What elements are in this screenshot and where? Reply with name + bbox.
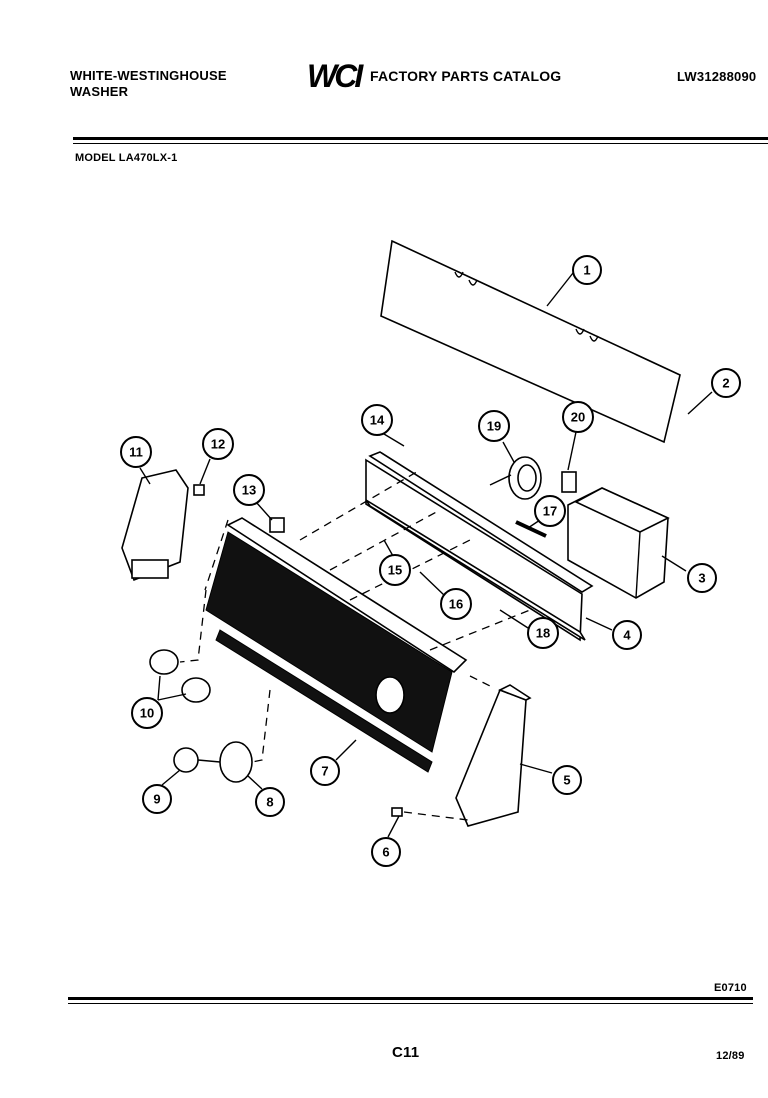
callout-8: 8 (255, 787, 285, 817)
svg-text:12: 12 (211, 437, 225, 452)
svg-text:16: 16 (449, 597, 463, 612)
page-code: C11 (392, 1044, 420, 1061)
callout-13: 13 (233, 474, 265, 506)
catalog-title: FACTORY PARTS CATALOG (370, 68, 562, 84)
assembly-lines (179, 469, 531, 821)
part-12 (193, 484, 205, 496)
callout-11: 11 (120, 436, 152, 468)
brand-line-2: WASHER (70, 84, 129, 99)
part-rod (515, 520, 547, 538)
model-number: MODEL LA470LX-1 (75, 152, 178, 164)
svg-text:11: 11 (129, 445, 143, 460)
callout-18: 18 (527, 617, 559, 649)
part-end-cap (455, 684, 532, 827)
svg-text:3: 3 (698, 571, 705, 586)
callout-20: 20 (562, 401, 594, 433)
svg-text:18: 18 (536, 626, 550, 641)
callout-19: 19 (478, 410, 510, 442)
part-13 (269, 517, 285, 533)
callout-4: 4 (612, 620, 642, 650)
svg-text:17: 17 (543, 504, 557, 519)
svg-text:10: 10 (140, 706, 154, 721)
date-code: 12/89 (716, 1050, 745, 1062)
header-rule-thin (73, 143, 768, 144)
svg-text:4: 4 (623, 628, 631, 643)
callout-6: 6 (371, 837, 401, 867)
leader-lines (139, 272, 713, 838)
svg-text:13: 13 (242, 483, 256, 498)
callout-9: 9 (142, 784, 172, 814)
part-timer-dial (489, 456, 542, 500)
svg-text:5: 5 (563, 773, 570, 788)
callout-10: 10 (131, 697, 163, 729)
part-9-8 (173, 741, 253, 783)
part-6 (391, 807, 403, 817)
svg-text:2: 2 (722, 376, 729, 391)
logo-text: WCI (307, 58, 364, 91)
callout-17: 17 (534, 495, 566, 527)
svg-text:20: 20 (571, 410, 585, 425)
callout-7: 7 (310, 756, 340, 786)
document-number: LW31288090 (677, 69, 757, 84)
svg-text:9: 9 (153, 792, 160, 807)
svg-text:7: 7 (321, 764, 328, 779)
diagram-code: E0710 (714, 982, 747, 994)
brand-line-1: WHITE-WESTINGHOUSE (70, 68, 227, 83)
svg-text:8: 8 (266, 795, 273, 810)
svg-text:15: 15 (388, 563, 402, 578)
callout-3: 3 (687, 563, 717, 593)
callout-1: 1 (572, 255, 602, 285)
callout-12: 12 (202, 428, 234, 460)
callout-2: 2 (711, 368, 741, 398)
wci-logo: WCI (307, 58, 365, 91)
callout-16: 16 (440, 588, 472, 620)
part-timer (567, 487, 670, 599)
footer-rule-thick (68, 997, 753, 1000)
svg-text:1: 1 (583, 263, 590, 278)
svg-text:19: 19 (487, 419, 501, 434)
part-rear-panel (380, 239, 681, 444)
svg-text:6: 6 (382, 845, 389, 860)
callout-14: 14 (361, 404, 393, 436)
callout-15: 15 (379, 554, 411, 586)
part-knobs-10 (149, 649, 211, 703)
part-side-bracket (121, 469, 189, 582)
callout-5: 5 (552, 765, 582, 795)
part-switch (561, 471, 577, 493)
header-rule-thick (73, 137, 768, 140)
part-control-bracket (365, 451, 594, 642)
part-console (205, 517, 468, 773)
svg-text:14: 14 (370, 413, 385, 428)
footer-rule-thin (68, 1003, 753, 1004)
